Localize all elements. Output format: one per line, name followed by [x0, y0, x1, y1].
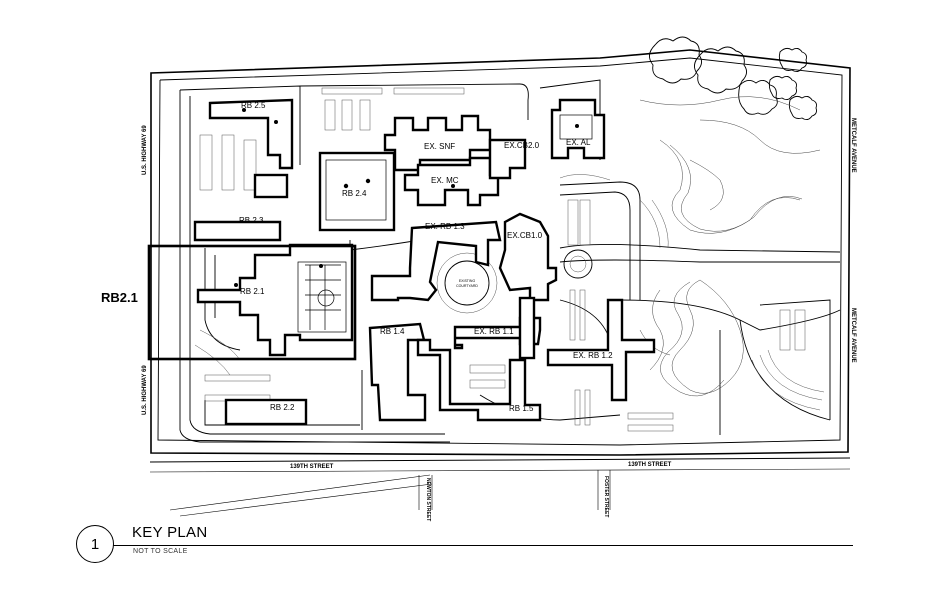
building-rb24 [318, 151, 396, 232]
new-buildings [193, 98, 542, 426]
label-rb21: RB 2.1 [240, 287, 265, 296]
street-label-139th-west: 139TH STREET [290, 464, 334, 470]
tree-canopy [649, 36, 817, 121]
rb21-highlight-box [147, 244, 357, 361]
building-ex-rb13 [370, 220, 502, 302]
building-ex-snf [383, 114, 492, 172]
building-ex-rb12 [546, 298, 656, 402]
street-label-metcalf-south: METCALF AVENUE [850, 308, 856, 363]
building-rb15 [416, 338, 542, 422]
building-ex-cb20 [488, 138, 527, 180]
label-ex-rb13: EX. RB 1.3 [425, 222, 465, 231]
building-rb23 [193, 220, 282, 242]
building-ex-al [550, 98, 606, 160]
building-rb21 [196, 243, 354, 357]
courtyard-label-line2: COURTYARD [456, 284, 478, 288]
key-plan-number-badge: 1 [76, 525, 114, 563]
building-rb22 [224, 398, 308, 426]
label-rb24: RB 2.4 [342, 189, 367, 198]
label-ex-cb20: EX.CB2.0 [504, 141, 540, 150]
markers [234, 108, 579, 287]
street-label-us-69-north: U.S. HIGHWAY 69 [142, 125, 148, 175]
key-plan-scale-note: NOT TO SCALE [133, 548, 188, 555]
building-rb24-annex [253, 173, 289, 199]
label-ex-cb10: EX.CB1.0 [507, 231, 543, 240]
title-underline [113, 545, 853, 546]
building-rb25 [208, 98, 294, 170]
key-plan-title: KEY PLAN [132, 524, 208, 541]
label-ex-rb12: EX. RB 1.2 [573, 351, 613, 360]
street-label-newton: NEWTON STREET [425, 478, 431, 521]
site-boundary [150, 49, 851, 456]
site-boundary-inner [157, 57, 843, 446]
building-details [297, 114, 593, 333]
label-ex-mc: EX. MC [431, 176, 459, 185]
courtyard-label-line1: EXISTING [459, 279, 476, 283]
existing-courtyard [436, 249, 593, 314]
label-rb25: RB 2.5 [241, 101, 266, 110]
building-ex-cb10 [498, 212, 558, 302]
street-label-metcalf-north: METCALF AVENUE [850, 118, 856, 173]
rb21-callout-label: RB2.1 [101, 290, 138, 305]
park-paths [639, 96, 821, 397]
existing-buildings [370, 98, 656, 402]
building-connector [518, 296, 536, 360]
label-rb22: RB 2.2 [270, 403, 295, 412]
label-rb14: RB 1.4 [380, 327, 405, 336]
parking-areas [199, 87, 825, 432]
label-rb23: RB 2.3 [239, 216, 264, 225]
street-label-foster: FOSTER STREET [603, 476, 609, 517]
139th-street [149, 457, 851, 517]
key-plan-number: 1 [90, 535, 100, 553]
label-ex-al: EX. AL [566, 138, 591, 147]
label-ex-snf: EX. SNF [424, 142, 455, 151]
street-label-us-69-south: U.S. HIGHWAY 69 [142, 365, 148, 415]
building-rb14 [368, 322, 427, 422]
label-rb15: RB 1.5 [509, 404, 534, 413]
street-label-139th-east: 139TH STREET [628, 462, 672, 468]
label-ex-rb11: EX. RB 1.1 [474, 327, 514, 336]
